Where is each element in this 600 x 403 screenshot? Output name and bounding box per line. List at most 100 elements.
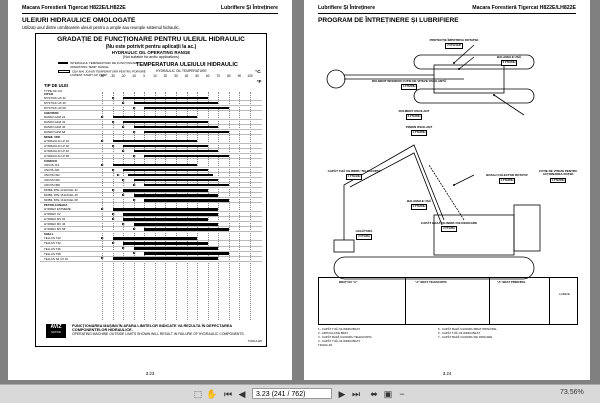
notice-text-ro: FUNCȚIONAREA MAȘINII ÎN AFARA LIMITELOR … — [72, 324, 232, 333]
legend-range-label: INTERVALUL TEMPERATURII DE FUNCȚIONARE — [70, 61, 139, 65]
chart-grid — [102, 92, 251, 320]
start-temp-marker — [111, 144, 115, 147]
key-item: 3 - CAPĂT BAZĂ CILINDRU TELESCOPIC — [318, 335, 372, 339]
legend-start-label-en: LOWEST START-UP TEMP. — [70, 72, 108, 77]
start-temp-marker — [122, 178, 126, 181]
oil-row: HYDREX EXTREME — [40, 207, 262, 213]
oil-brand-row: MOBIL 10W — [40, 135, 262, 139]
oil-name: HYDRAULIC LP 68 — [44, 154, 70, 159]
oil-name: RANDO HDZ 32 — [44, 120, 66, 125]
operating-range-bar — [112, 257, 219, 260]
oil-row: UNIVIS J13 — [40, 163, 262, 169]
grid-line — [165, 92, 167, 320]
boom-key-table: BRAȚ FIX "A" "A" BRAȚ TELESCOPIC "A" BRA… — [318, 277, 578, 325]
grid-line — [218, 92, 220, 320]
oil-name: MYSTICK HX 68 — [44, 106, 66, 111]
start-temp-marker — [101, 207, 104, 210]
start-temp-marker — [122, 149, 126, 152]
scale-tick-label: 50 — [195, 74, 199, 78]
oil-name: CITGO — [44, 92, 54, 96]
zoom-out-icon[interactable]: − — [399, 389, 405, 399]
left-header-section: Lubrifiere Și Întreținere — [220, 5, 278, 11]
oil-name: MOBIL 10W — [44, 135, 61, 140]
hand-tool-icon[interactable]: ✋ — [206, 389, 218, 399]
start-temp-marker — [101, 139, 104, 142]
oil-row: MYSTICK HX 32 — [40, 96, 262, 102]
scale-tick-label: 30 — [174, 74, 178, 78]
scale-tick-label: -10 — [131, 74, 137, 78]
key-item: 6 - CAPĂT TIJĂ CILINDRU BRAȚ — [438, 331, 481, 335]
oil-name: MOBIL DTE 16 EXCEL 68 — [44, 198, 78, 203]
grid-line — [197, 92, 199, 320]
start-temp-marker — [122, 247, 126, 249]
start-temp-marker — [132, 154, 136, 157]
notice-badge-sub: NOTICE — [51, 331, 61, 334]
fit-page-icon[interactable]: ▣ — [383, 389, 393, 399]
key-item: 7 - CAPĂT BAZĂ CILINDRU DE RIDICARE — [438, 335, 493, 339]
operating-range-bar — [128, 174, 213, 177]
oil-row: TELLUS T46 — [40, 247, 262, 252]
operating-range-bar — [133, 179, 219, 182]
operating-range-bar — [133, 125, 219, 129]
grid-line — [112, 92, 114, 320]
oil-name: MYSTICK HX 32 — [44, 96, 66, 101]
oil-name: HYDRAULIC LP 46 — [44, 149, 70, 154]
oil-range-chart: GRADAȚIE DE FUNCȚIONARE PENTRU ULEIUL HI… — [35, 33, 267, 347]
select-tool-icon[interactable]: ⬚ — [193, 389, 203, 399]
oil-row: MOBIL DTE 13 EXCEL 32 — [40, 188, 262, 194]
operating-range-bar — [112, 115, 198, 119]
next-page-button[interactable]: ▶ — [338, 389, 346, 399]
left-page: Macara Forestieră Tigercat H822E/LH822E … — [8, 0, 292, 380]
operating-range-bar — [144, 228, 229, 231]
chart-subtitle-en-note: (Not suitable for arctic applications) — [122, 55, 180, 59]
start-temp-marker — [132, 183, 136, 186]
oil-brand-row: CHEVRON — [40, 111, 262, 115]
callout-swing-gearbox-bearing: RULMENT INFERIOR CUTIE DE VITEZE OSCILAN… — [371, 79, 447, 90]
key-col-main: "A" BRAȚ PRINCIPAL — [489, 278, 550, 324]
start-temp-marker — [122, 125, 126, 128]
grid-line — [250, 92, 251, 320]
oil-row: MOBIL DTE 16 EXCEL 68 — [40, 198, 262, 204]
fit-width-icon[interactable]: ⬌ — [370, 389, 378, 399]
right-page-header: Lubrifiere Și Întreținere Macara Foresti… — [318, 5, 576, 11]
operating-range-bar — [144, 155, 229, 158]
oil-name: UNIVIS N68 — [44, 183, 60, 188]
start-temp-marker — [101, 236, 104, 239]
unit-fahrenheit: °F — [256, 80, 262, 85]
oil-row: RANDO HDZ 46 — [40, 125, 262, 131]
start-temp-marker — [111, 241, 115, 244]
operating-range-bar — [123, 96, 208, 100]
operating-range-bar — [123, 189, 208, 192]
legend-swatch-range — [58, 62, 68, 65]
scale-tick-label: 100 — [247, 74, 253, 78]
page-number-input[interactable]: 3.23 (241 / 762) — [252, 388, 332, 399]
oil-name: TELLUS T32 — [44, 241, 61, 246]
start-temp-marker — [111, 212, 115, 215]
oil-type-heading-en: TYPE OF OIL — [44, 89, 63, 93]
first-page-button[interactable]: ⏮ — [223, 389, 233, 399]
scale-tick-label: 20 — [163, 74, 168, 78]
start-temp-marker — [116, 173, 120, 176]
oil-row: TELLUS T22 — [40, 236, 262, 242]
unit-celsius: °C — [255, 70, 261, 75]
oil-row: HYDREX XV — [40, 212, 262, 218]
grid-line — [186, 92, 188, 320]
last-page-button[interactable]: ⏭ — [351, 389, 361, 399]
left-page-header: Macara Forestieră Tigercat H822E/LH822E … — [22, 5, 278, 11]
zoom-level[interactable]: 73.56% — [560, 389, 584, 396]
start-temp-marker — [101, 115, 104, 118]
prev-page-button[interactable]: ◀ — [238, 389, 246, 399]
section-subtitle: Utilizați unul dintre următoarele uleiur… — [22, 25, 180, 30]
scale-tick-label: 0 — [143, 74, 146, 78]
scale-tick-label: -30 — [110, 74, 115, 78]
oil-name: HYDRAULIC LP 32 — [44, 144, 70, 149]
grid-line — [154, 92, 156, 320]
oil-row: HYDREX MV 32 — [40, 217, 262, 223]
oil-name: RANDO HDZ 22 — [44, 115, 66, 120]
start-temp-marker — [132, 198, 136, 201]
oil-name: RANDO HDZ 46 — [44, 125, 66, 130]
